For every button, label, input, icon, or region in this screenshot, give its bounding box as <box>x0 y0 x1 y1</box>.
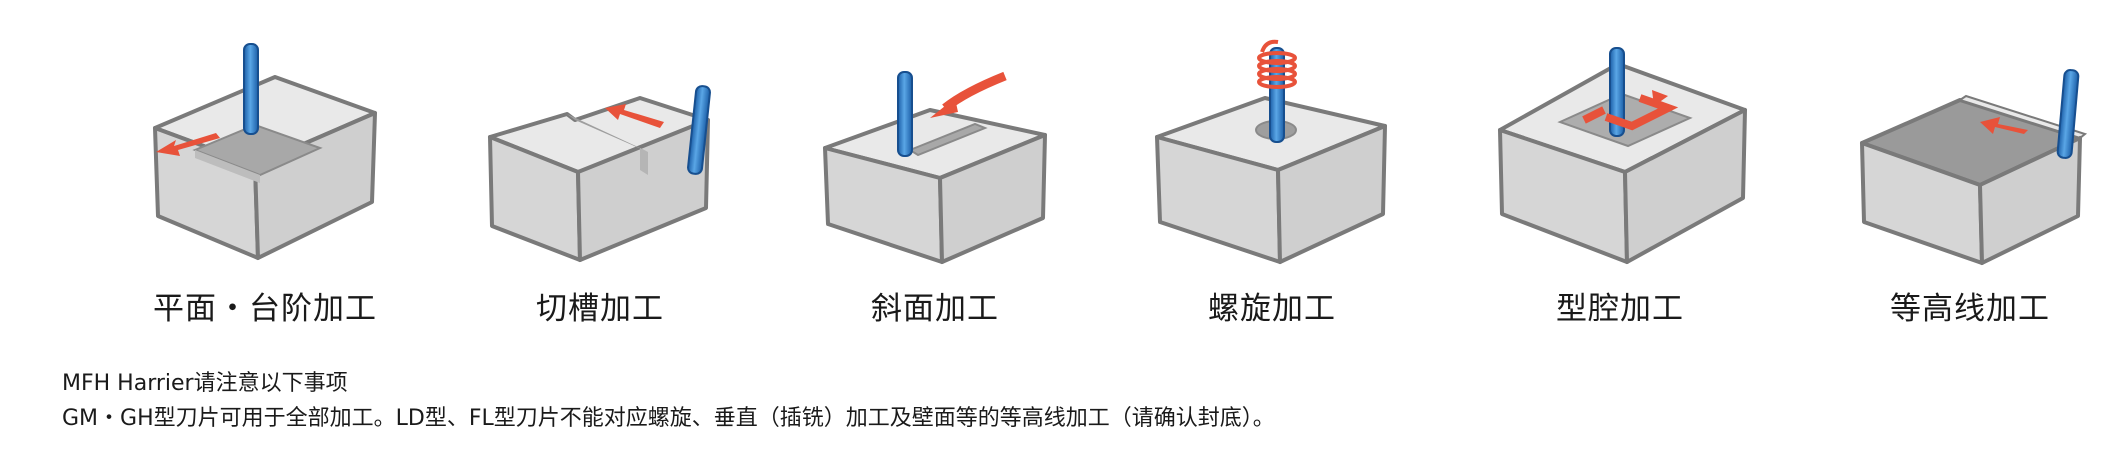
operation-label-face-shoulder: 平面・台阶加工 <box>153 291 377 327</box>
face-shoulder-milling-icon <box>153 43 377 260</box>
operation-label-slotting: 切槽加工 <box>536 291 664 327</box>
operation-label-helical: 螺旋加工 <box>1208 291 1336 327</box>
slotting-icon <box>488 85 711 262</box>
notes-section: MFH Harrier请注意以下事项 GM・GH型刀片可用于全部加工。LD型、F… <box>62 366 1275 436</box>
ramping-icon <box>823 71 1047 264</box>
pocketing-icon <box>1498 47 1747 264</box>
operation-label-ramping: 斜面加工 <box>871 291 999 327</box>
notes-body: GM・GH型刀片可用于全部加工。LD型、FL型刀片不能对应螺旋、垂直（插铣）加工… <box>62 406 1275 431</box>
machining-illustrations <box>153 39 2088 265</box>
operation-label-contour: 等高线加工 <box>1890 291 2050 327</box>
notes-heading: MFH Harrier请注意以下事项 <box>62 371 348 396</box>
contour-milling-icon <box>1860 69 2088 265</box>
operation-label-pocketing: 型腔加工 <box>1556 291 1684 327</box>
helical-milling-icon <box>1155 39 1387 264</box>
